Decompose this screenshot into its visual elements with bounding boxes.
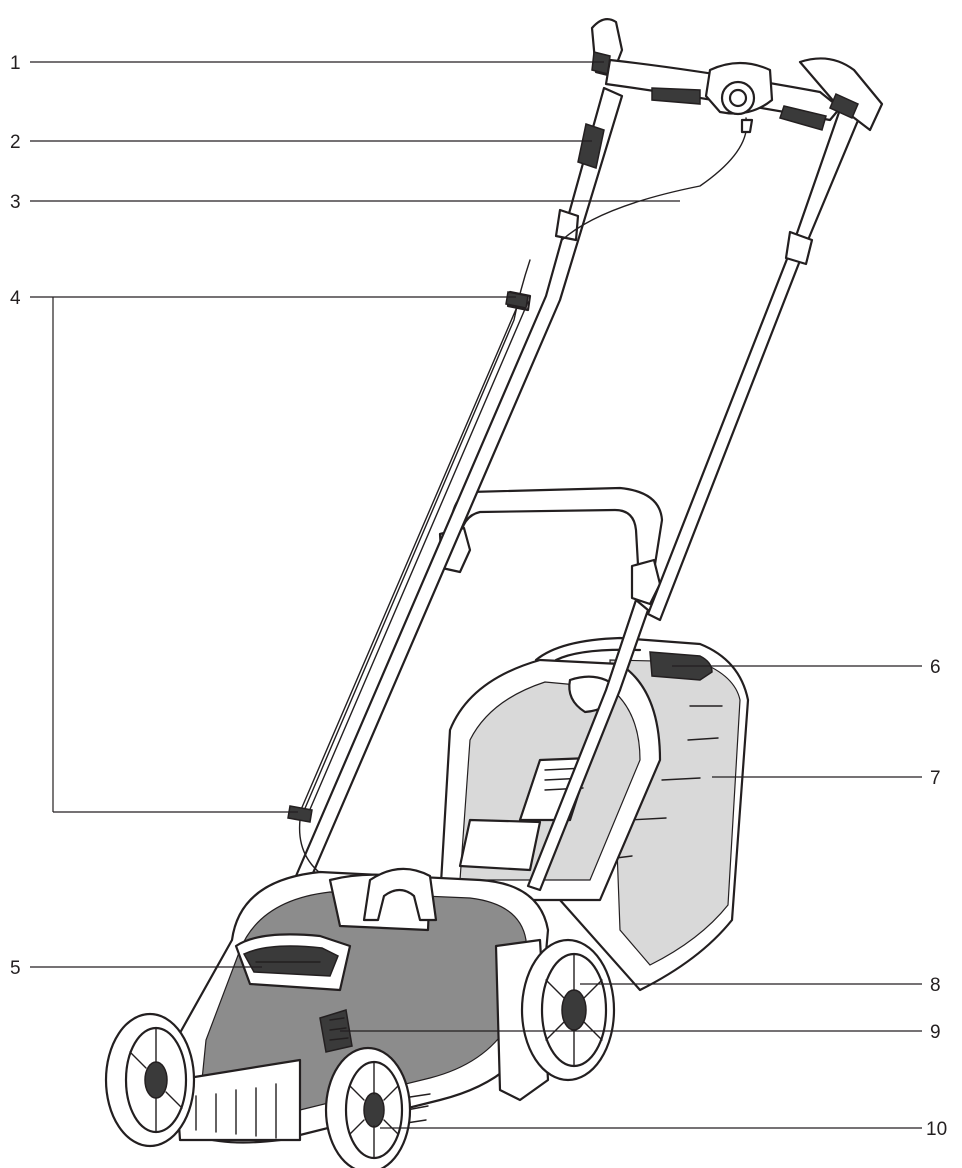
mower-deck: [168, 867, 550, 1144]
callout-label-4: 4: [10, 288, 21, 309]
handle-right-tube: [646, 96, 866, 622]
callout-labels: 1 2 3 4 5 6 7 8 9 10: [10, 53, 947, 1140]
handle-crossbar: [561, 17, 884, 241]
callout-label-10: 10: [926, 1119, 947, 1140]
callout-leaders: [30, 61, 922, 1129]
callout-label-6: 6: [930, 657, 941, 678]
callout-label-8: 8: [930, 975, 941, 996]
mower-illustration: [104, 17, 884, 1168]
callout-label-5: 5: [10, 958, 21, 979]
callout-label-1: 1: [10, 53, 21, 74]
front-right-wheel: [324, 1046, 412, 1168]
callout-label-7: 7: [930, 768, 941, 789]
cable-clips: [287, 291, 529, 823]
callout-label-9: 9: [930, 1022, 941, 1043]
rear-wheel: [520, 938, 616, 1082]
callout-label-3: 3: [10, 192, 21, 213]
lower-handle-frame: [438, 486, 664, 892]
callout-label-2: 2: [10, 132, 21, 153]
front-left-wheel: [104, 1012, 196, 1148]
